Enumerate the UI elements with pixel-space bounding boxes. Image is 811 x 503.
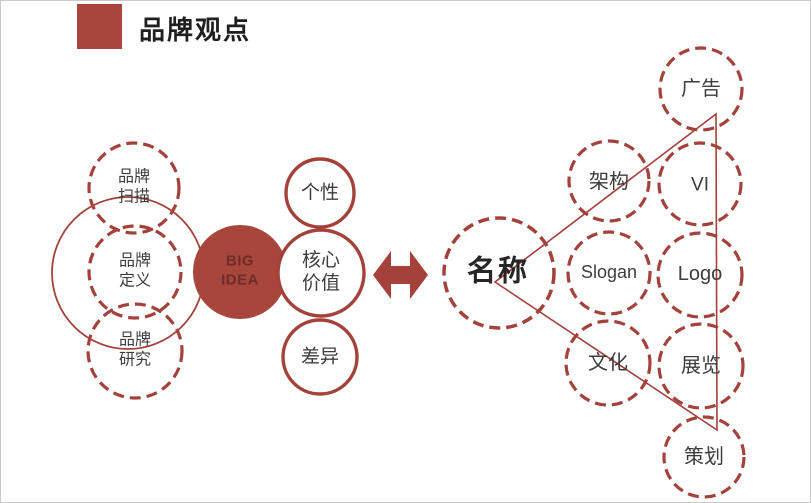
big-idea-circle: [193, 225, 287, 319]
brand-scan-circle: [87, 141, 181, 235]
title-accent-square: [77, 4, 122, 49]
logo-circle: [656, 231, 744, 319]
page-title: 品牌观点: [139, 15, 252, 45]
ad-circle: [658, 46, 744, 132]
name-circle: [442, 216, 556, 330]
vi-circle: [657, 141, 743, 227]
planning-circle: [662, 415, 746, 499]
slogan-circle: [566, 230, 652, 316]
difference-circle: [281, 318, 359, 396]
core-value-circle: [276, 228, 366, 318]
structure-circle: [567, 139, 651, 223]
personality-circle: [284, 157, 356, 229]
exhibition-circle: [657, 322, 745, 410]
left-right-arrow-icon: [373, 251, 428, 299]
brand-research-circle: [86, 302, 184, 400]
right-triangle-outline: [493, 112, 718, 432]
culture-circle: [564, 319, 652, 407]
brand-define-circle: [87, 224, 183, 320]
